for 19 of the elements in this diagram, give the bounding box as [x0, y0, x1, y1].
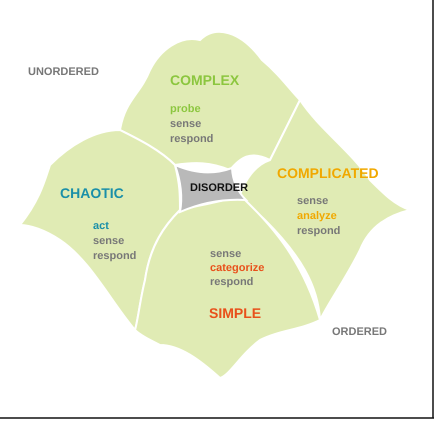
practice-step: respond [170, 133, 214, 146]
practice-step: probe [170, 103, 201, 116]
practice-step: act [93, 220, 109, 233]
practice-step: sense [170, 118, 202, 131]
practice-step: sense [297, 195, 328, 208]
domain-heading: COMPLICATED [277, 165, 379, 181]
area-label: UNORDERED [28, 66, 99, 78]
practice-step: respond [210, 276, 254, 289]
domain-heading: SIMPLE [209, 305, 262, 321]
practice-step: categorize [210, 262, 264, 275]
domain-heading: DISORDER [190, 182, 248, 195]
practice-step: sense [210, 248, 242, 261]
practice-step: respond [93, 250, 136, 263]
area-label: ORDERED [332, 326, 388, 338]
practice-step: analyze [297, 210, 337, 223]
practice-step: respond [297, 225, 340, 238]
domain-heading: CHAOTIC [60, 185, 124, 201]
domain-heading: COMPLEX [170, 72, 240, 88]
practice-step: sense [93, 235, 124, 248]
